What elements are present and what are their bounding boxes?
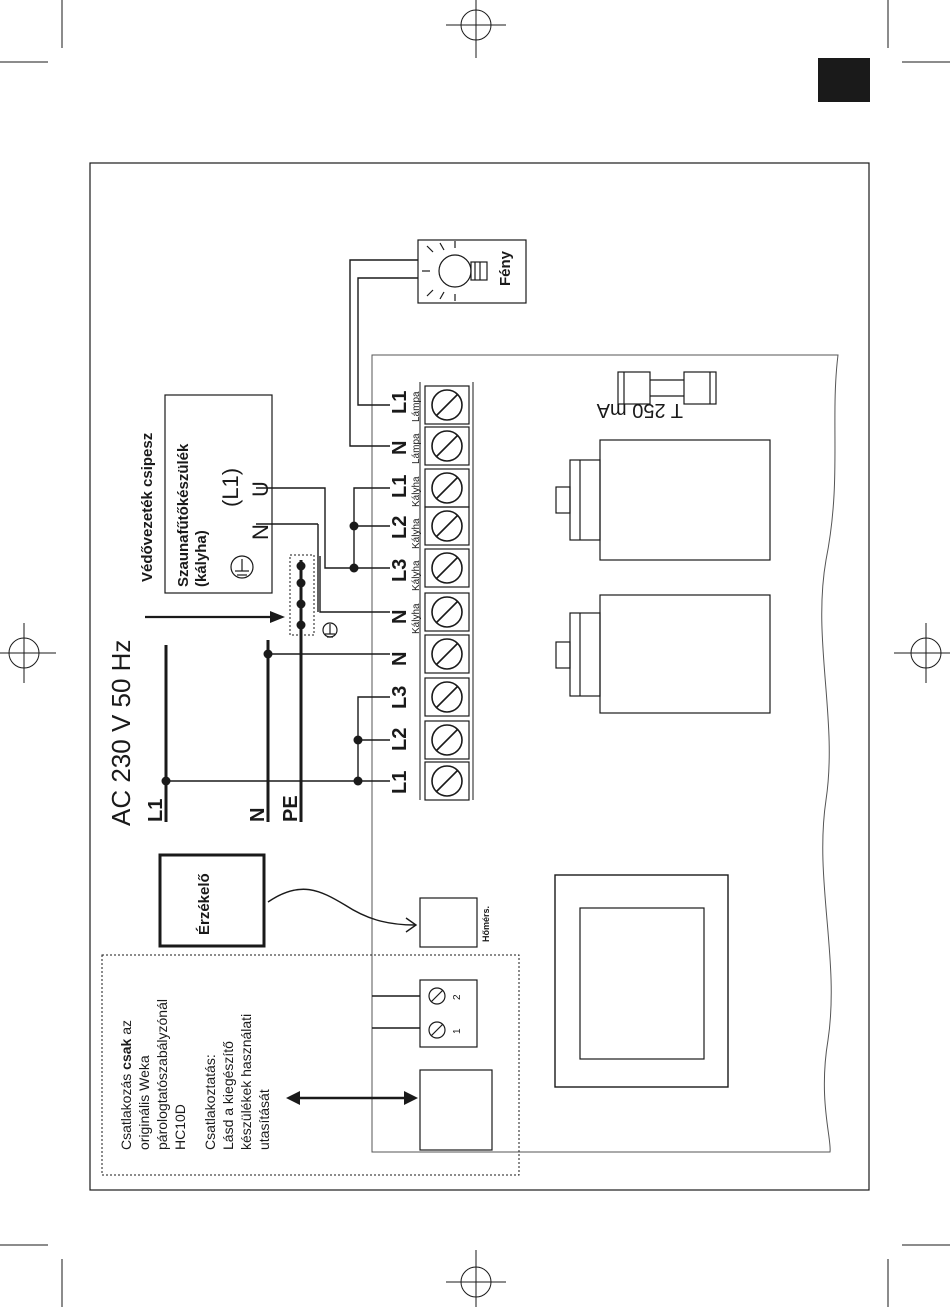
heater-caption-4: Kályha	[411, 476, 422, 507]
heater-terminal-u: U	[248, 481, 273, 497]
terminal-screw	[424, 468, 470, 508]
control-terminal-2: 2	[452, 994, 463, 1000]
sensor-arrow-icon	[405, 917, 418, 933]
heater-terminal-labels: N L3 L2 L1 Kályha Kályha Kályha Kályha	[389, 475, 422, 634]
control-terminal-1: 1	[452, 1028, 463, 1034]
heater-caption-3: Kályha	[411, 518, 422, 549]
supply-title: AC 230 V 50 Hz	[106, 640, 136, 826]
terminal-screw	[424, 548, 470, 588]
sensor-label: Érzékelő	[196, 873, 213, 935]
heater-terminal-n: N	[248, 524, 273, 540]
relay-upper	[555, 439, 771, 561]
earth-symbol-icon	[230, 555, 254, 579]
thermometer-label: Hőmérs.	[481, 906, 491, 942]
junction-dots	[161, 521, 363, 786]
transformer-inner	[579, 907, 705, 1060]
fuse-icon	[617, 371, 717, 405]
terminal-screw	[424, 634, 470, 674]
terminal-screw	[424, 592, 470, 632]
accessory-note-line3: készülékek használati	[238, 1014, 254, 1150]
heater-terminal-label-l3: L3	[389, 559, 411, 582]
control-terminal-block	[419, 979, 478, 1048]
evaporator-note-line4: HC10D	[172, 1104, 188, 1150]
terminal-label-l3: L3	[389, 686, 411, 709]
sensor-box	[158, 853, 266, 948]
terminal-screw	[424, 761, 470, 801]
heater-terminal-label-l2: L2	[389, 516, 411, 539]
transformer-outer	[554, 874, 729, 1088]
lamp-terminal-label-l1: L1	[389, 391, 411, 414]
terminal-screw	[424, 677, 470, 717]
arrow-right-icon	[145, 611, 285, 623]
lamp-terminal-labels: N L1 Lámpa Lámpa	[389, 391, 422, 464]
evaporator-note-line3: párologtatószabályzónál	[154, 999, 170, 1150]
evaporator-note-line2: originális Weka	[136, 1055, 152, 1150]
lamp-caption-2: Lámpa	[411, 391, 422, 422]
registration-mark-bottom	[446, 1250, 506, 1307]
diagram-frame	[89, 162, 870, 1191]
controller-board-outline	[371, 354, 839, 1153]
relay-lower	[555, 594, 771, 714]
evaporator-note-line1: Csatlakozás csak az	[118, 1020, 134, 1150]
terminal-label-n: N	[389, 652, 411, 666]
fuse-label: T 250 mA	[596, 399, 683, 421]
main-terminal-labels: L1 L2 L3 N	[389, 652, 411, 794]
registration-mark-left	[0, 623, 56, 683]
accessory-note-line1: Csatlakoztatás:	[202, 1054, 218, 1150]
pe-supply-label: PE	[280, 795, 302, 822]
light-label: Fény	[497, 250, 514, 286]
double-arrow-icon	[286, 1091, 418, 1105]
terminal-screw	[424, 506, 470, 546]
terminal-screw	[424, 720, 470, 760]
registration-mark-top	[446, 0, 506, 58]
ground-icon	[322, 622, 338, 638]
protective-clip-box	[289, 554, 315, 636]
heater-box	[164, 394, 273, 594]
heater-terminal-l1: (L1)	[218, 468, 243, 507]
terminal-label-l1: L1	[389, 771, 411, 794]
terminal-screws	[424, 385, 470, 801]
accessory-connector	[419, 1069, 493, 1151]
terminal-screw	[424, 426, 470, 466]
wiring	[166, 259, 420, 1029]
heater-caption-2: Kályha	[411, 560, 422, 591]
thermometer-connector	[419, 897, 478, 948]
terminal-label-l2: L2	[389, 728, 411, 751]
heater-caption-1: Kályha	[411, 603, 422, 634]
registration-mark-right	[894, 623, 950, 683]
heater-name: Szaunafűtőkészülék	[175, 443, 192, 587]
terminal-screw	[424, 385, 470, 425]
lamp-caption-1: Lámpa	[411, 433, 422, 464]
page-marker-block	[818, 58, 870, 102]
heater-terminal-label-n: N	[389, 610, 411, 624]
evaporator-area	[101, 954, 520, 1176]
heater-sub: (kályha)	[193, 530, 210, 587]
l1-supply-label: L1	[145, 799, 167, 822]
heater-terminal-label-l1: L1	[389, 475, 411, 498]
light-box	[417, 239, 527, 304]
light-bulb-icon	[422, 241, 488, 301]
n-supply-label: N	[247, 808, 269, 822]
lamp-terminal-label-n: N	[389, 441, 411, 455]
protective-clip-label: Védővezeték csipesz	[139, 433, 156, 582]
accessory-note-line2: Lásd a kiegészítő	[220, 1041, 236, 1150]
accessory-note-line4: utasítását	[256, 1089, 272, 1150]
